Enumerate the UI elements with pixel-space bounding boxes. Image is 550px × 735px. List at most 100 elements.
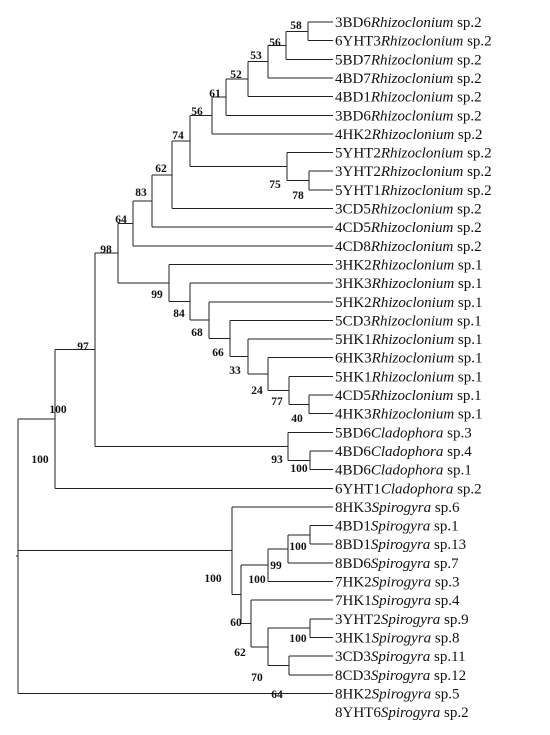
taxon-genus: Rhizoclonium [370,239,454,255]
taxon-id: 5YHT2 [335,146,381,162]
taxon-genus: Rhizoclonium [380,34,464,50]
taxon-species: sp.2 [453,52,481,68]
taxon-id: 4CD8 [335,239,371,255]
taxon-species: sp.2 [453,202,481,218]
taxon-label: 5HK1Rhizoclonium sp.1 [335,332,483,348]
taxon-species: sp.1 [454,407,482,423]
taxon-id: 4HK2 [335,127,372,143]
taxon-label: 5BD7Rhizoclonium sp.2 [335,52,482,68]
taxon-id: 8HK2 [335,686,372,702]
taxon-genus: Rhizoclonium [380,183,464,199]
taxon-species: sp.2 [463,183,491,199]
taxon-id: 4CD5 [335,220,371,236]
taxon-genus: Rhizoclonium [370,71,454,87]
taxon-id: 3YHT2 [335,164,381,180]
taxon-label: 7HK1Spirogyra sp.4 [335,593,460,609]
taxon-genus: Spirogyra [371,649,430,665]
bootstrap-value: 100 [290,463,308,475]
bootstrap-value: 75 [269,179,281,191]
taxon-genus: Spirogyra [371,668,430,684]
taxon-species: sp.1 [454,295,482,311]
bootstrap-value: 40 [291,413,303,425]
taxon-id: 3YHT2 [335,612,381,628]
taxon-label: 3HK3Rhizoclonium sp.1 [335,276,483,292]
taxon-species: sp.13 [430,537,466,553]
taxon-genus: Rhizoclonium [370,90,454,106]
taxon-species: sp.1 [454,257,482,273]
taxon-species: sp.2 [453,108,481,124]
taxon-id: 3CD3 [335,649,371,665]
taxon-genus: Spirogyra [381,705,440,721]
bootstrap-value: 60 [230,617,242,629]
taxon-genus: Rhizoclonium [370,202,454,218]
taxon-label: 6YHT3Rhizoclonium sp.2 [335,34,492,50]
taxon-species: sp.2 [463,34,491,50]
taxon-id: 5CD3 [335,313,371,329]
taxon-id: 6YHT3 [335,34,381,50]
taxon-label: 4CD8Rhizoclonium sp.2 [335,239,482,255]
taxon-genus: Cladophora [371,463,444,479]
taxon-genus: Rhizoclonium [380,164,464,180]
taxon-species: sp.2 [453,90,481,106]
taxon-species: sp.12 [430,668,466,684]
bootstrap-value: 24 [251,385,263,397]
taxon-genus: Spirogyra [372,686,431,702]
taxon-label: 8BD1Spirogyra sp.13 [335,537,466,553]
bootstrap-value: 100 [49,404,67,416]
taxon-label: 3CD5Rhizoclonium sp.2 [335,202,482,218]
taxon-id: 3BD6 [335,15,371,31]
taxon-label: 4HK3Rhizoclonium sp.1 [335,407,483,423]
taxon-label: 4CD5Rhizoclonium sp.2 [335,220,482,236]
taxon-id: 4BD1 [335,519,371,535]
taxon-species: sp.3 [431,575,459,591]
taxon-id: 3HK3 [335,276,372,292]
taxon-genus: Spirogyra [372,575,431,591]
taxon-label: 5YHT2Rhizoclonium sp.2 [335,146,492,162]
taxon-label: 3HK2Rhizoclonium sp.1 [335,257,483,273]
taxon-species: sp.2 [453,220,481,236]
taxon-species: sp.4 [431,593,460,609]
taxon-id: 4BD1 [335,90,371,106]
taxon-genus: Cladophora [381,481,454,497]
bootstrap-value: 99 [151,289,163,301]
bootstrap-value: 98 [100,244,112,256]
bootstrap-value: 56 [269,37,281,49]
taxon-id: 3HK1 [335,630,372,646]
taxon-label: 8HK3Spirogyra sp.6 [335,500,460,516]
taxon-id: 3BD6 [335,108,371,124]
taxon-label: 5CD3Rhizoclonium sp.1 [335,313,482,329]
bootstrap-value: 53 [250,50,262,62]
taxon-id: 8CD3 [335,668,371,684]
taxon-species: sp.4 [443,444,472,460]
taxon-species: sp.2 [453,481,481,497]
taxon-genus: Rhizoclonium [370,313,454,329]
taxon-species: sp.5 [431,686,459,702]
taxon-label: 3HK1Spirogyra sp.8 [335,630,459,646]
taxon-label: 3BD6Rhizoclonium sp.2 [335,15,482,31]
taxon-species: sp.3 [443,425,471,441]
bootstrap-value: 61 [209,88,221,100]
taxon-label: 4BD1Rhizoclonium sp.2 [335,90,482,106]
taxon-genus: Rhizoclonium [370,388,454,404]
taxon-genus: Spirogyra [381,612,440,628]
taxon-species: sp.2 [453,15,481,31]
bootstrap-value: 66 [212,347,224,359]
taxon-species: sp.2 [440,705,468,721]
taxon-genus: Spirogyra [371,519,430,535]
taxon-label: 4HK2Rhizoclonium sp.2 [335,127,483,143]
taxon-species: sp.2 [463,164,491,180]
taxon-species: sp.1 [430,519,458,535]
taxon-genus: Rhizoclonium [371,332,455,348]
taxon-id: 8YHT6 [335,705,381,721]
bootstrap-value: 68 [191,327,203,339]
taxon-species: sp.1 [454,276,482,292]
taxon-id: 5BD7 [335,52,371,68]
taxon-species: sp.1 [453,313,481,329]
taxon-label: 5YHT1Rhizoclonium sp.2 [335,183,492,199]
taxon-id: 5HK1 [335,369,372,385]
taxon-genus: Rhizoclonium [371,407,455,423]
bootstrap-value: 62 [234,647,246,659]
taxon-id: 6HK3 [335,351,372,367]
taxon-genus: Rhizoclonium [371,295,455,311]
